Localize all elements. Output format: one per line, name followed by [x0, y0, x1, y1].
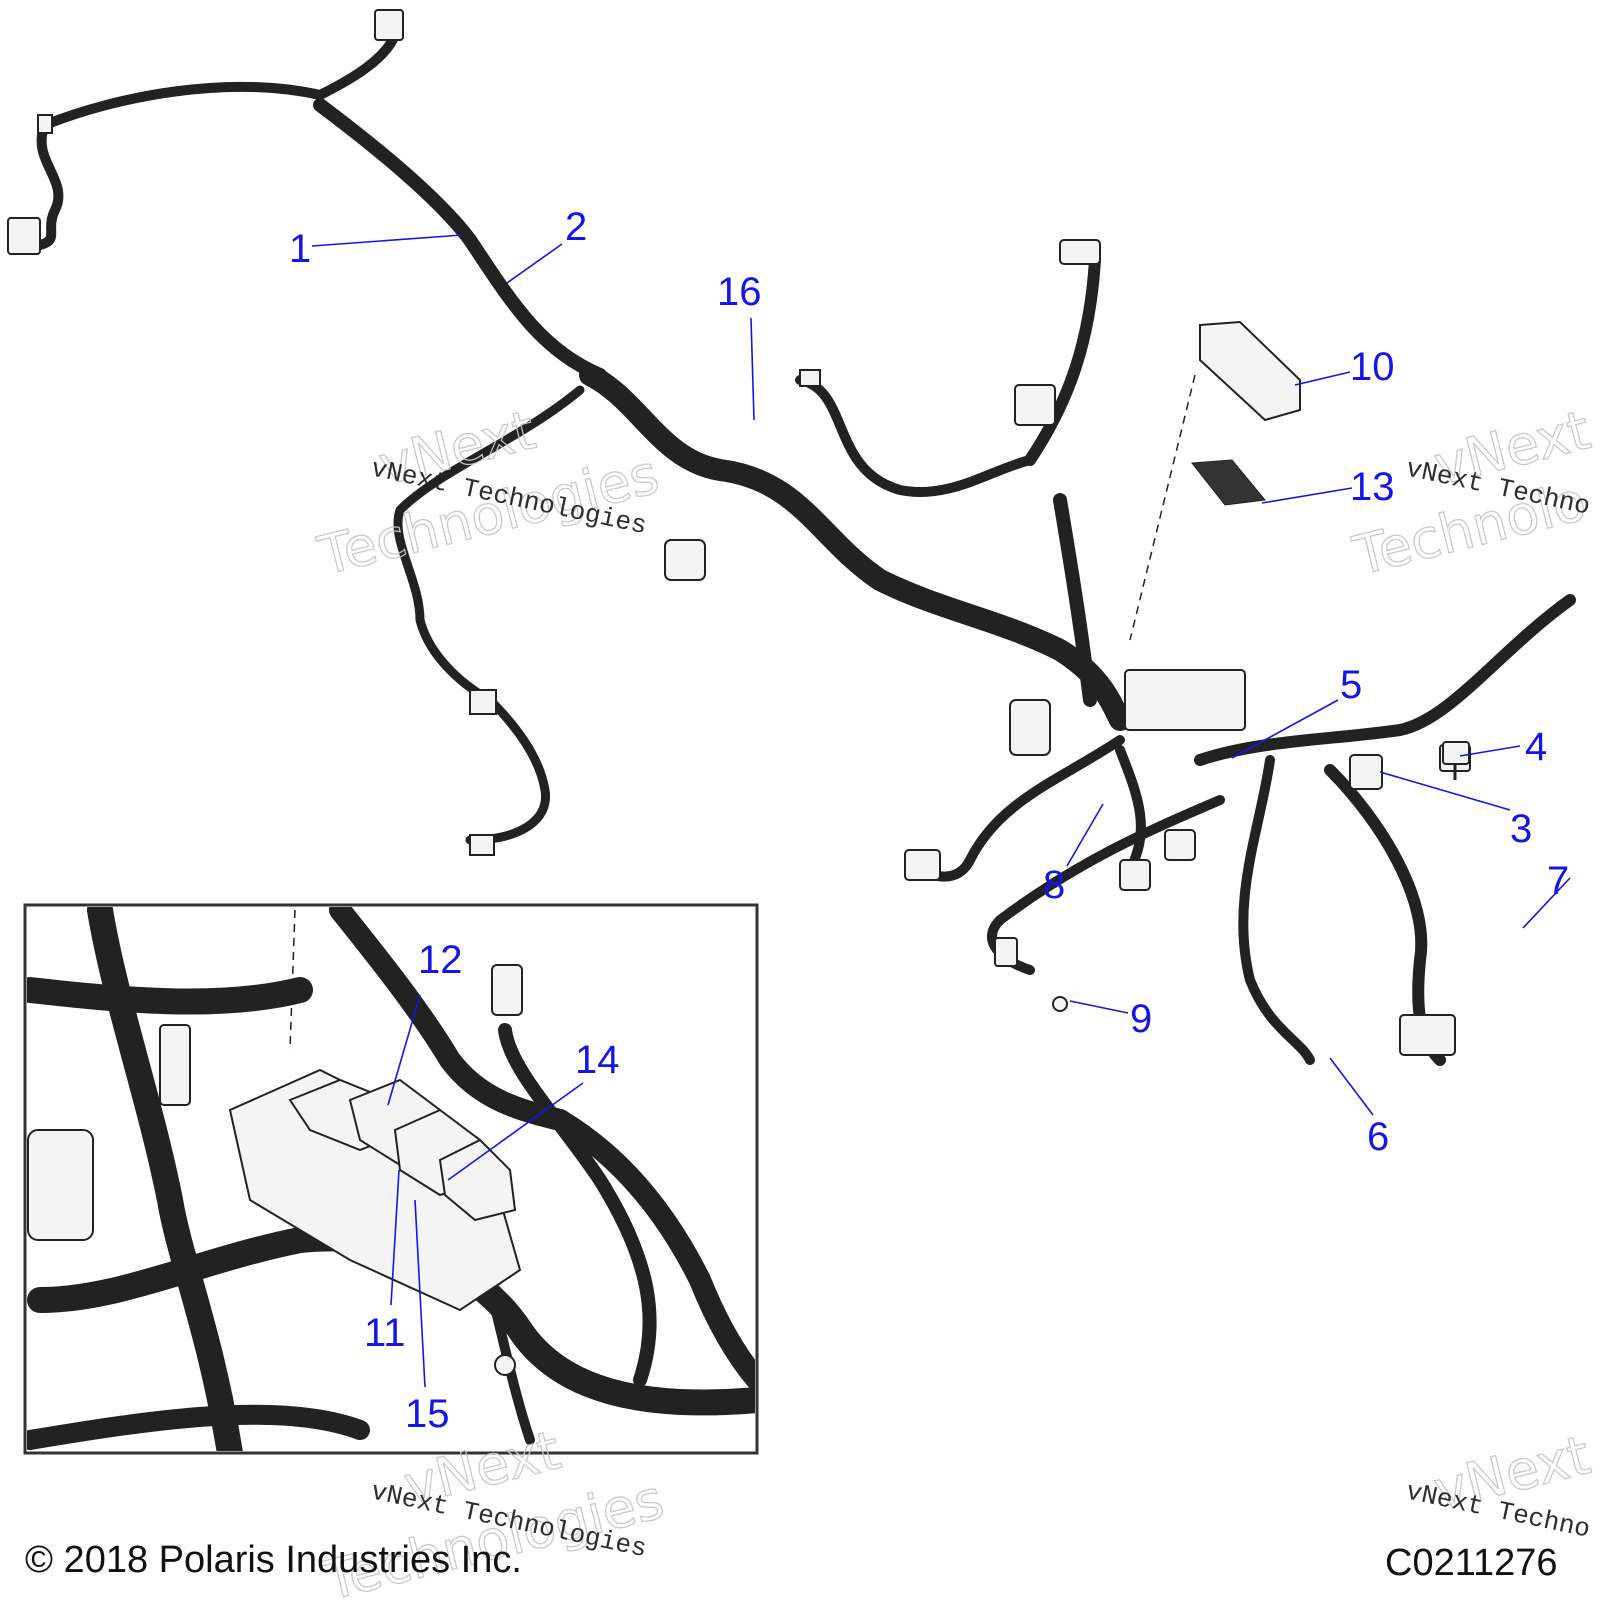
- leader-lines: [311, 234, 1571, 1388]
- callout-3: 3: [1510, 807, 1532, 851]
- callout-11: 11: [364, 1311, 406, 1355]
- figure-code: C0211276: [1385, 1542, 1558, 1584]
- detail-inset: [23, 903, 759, 1455]
- callout-10: 10: [1350, 345, 1395, 389]
- copyright-text: © 2018 Polaris Industries Inc.: [25, 1539, 522, 1581]
- callout-16: 16: [717, 270, 762, 314]
- callout-6: 6: [1367, 1115, 1389, 1159]
- callout-8: 8: [1043, 863, 1065, 907]
- callout-1: 1: [289, 227, 311, 271]
- callout-4: 4: [1525, 725, 1547, 769]
- callout-2: 2: [565, 205, 587, 249]
- callout-9: 9: [1130, 997, 1152, 1041]
- callout-15: 15: [405, 1392, 450, 1436]
- callout-13: 13: [1350, 465, 1395, 509]
- connectors: [7, 9, 1471, 1056]
- callout-7: 7: [1547, 859, 1569, 903]
- footer: © 2018 Polaris Industries Inc. C0211276: [25, 1539, 1558, 1584]
- callout-12: 12: [418, 938, 463, 982]
- callout-labels: 1 2 3 4 5 6 7 8 9 10 11 12 13 14 15 16: [289, 205, 1569, 1436]
- callout-14: 14: [575, 1038, 620, 1082]
- callout-5: 5: [1340, 663, 1362, 707]
